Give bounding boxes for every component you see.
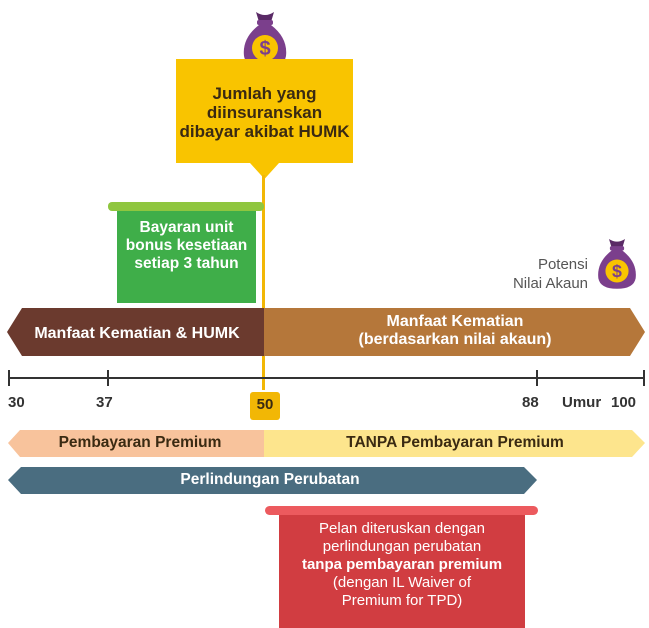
no-premium-arrow bbox=[264, 430, 645, 457]
age-axis-label: Umur bbox=[562, 394, 602, 411]
money-bag-icon: $ bbox=[598, 239, 636, 289]
waiver-bar bbox=[265, 506, 538, 515]
waiver-line-1: Pelan diteruskan dengan bbox=[319, 520, 485, 537]
no-premium-label: TANPA Pembayaran Premium bbox=[346, 434, 564, 451]
premium-payment-label: Pembayaran Premium bbox=[58, 434, 222, 451]
death-benefit-account-label: Manfaat Kematian (berdasarkan nilai akau… bbox=[270, 313, 640, 349]
age-tick-88: 88 bbox=[522, 394, 539, 411]
sum-assured-callout-text: Jumlah yang diinsuranskan dibayar akibat… bbox=[179, 84, 350, 141]
medical-protection-label: Perlindungan Perubatan bbox=[180, 471, 360, 488]
svg-text:$: $ bbox=[612, 261, 622, 281]
bonus-box bbox=[117, 211, 256, 303]
age-tick-30: 30 bbox=[8, 394, 25, 411]
premium-payment-arrow bbox=[8, 430, 264, 457]
svg-text:$: $ bbox=[259, 38, 270, 60]
medical-protection-arrow bbox=[8, 467, 537, 494]
bonus-bar bbox=[108, 202, 264, 211]
premium-arrows bbox=[8, 430, 645, 457]
waiver-line-2: perlindungan perubatan bbox=[322, 538, 482, 555]
potential-label: Potensi bbox=[537, 256, 588, 273]
death-tpd-benefit-arrow bbox=[7, 308, 264, 356]
money-bag-icon: $ bbox=[243, 12, 287, 68]
age-axis bbox=[8, 370, 645, 386]
waiver-line-5: Premium for TPD) bbox=[341, 592, 463, 609]
age-50-marker-line bbox=[262, 175, 265, 390]
age-tick-37: 37 bbox=[96, 394, 113, 411]
account-value-label: Nilai Akaun bbox=[512, 275, 588, 292]
potential-account-value-label: Potensi Nilai Akaun bbox=[470, 255, 588, 293]
age-tick-100: 100 bbox=[611, 394, 637, 411]
waiver-text: Pelan diteruskan dengan perlindungan per… bbox=[279, 520, 525, 610]
waiver-line-4: (dengan IL Waiver of bbox=[332, 574, 472, 591]
age-50-badge bbox=[250, 392, 280, 420]
benefit-arrows bbox=[7, 308, 645, 356]
death-benefit-line: Manfaat Kematian bbox=[386, 313, 524, 330]
death-tpd-benefit-label: Manfaat Kematian & HUMK bbox=[34, 325, 240, 342]
waiver-box bbox=[279, 515, 525, 628]
sum-assured-callout bbox=[176, 59, 353, 179]
death-benefit-account-arrow bbox=[264, 308, 645, 356]
account-value-basis-line: (berdasarkan nilai akaun) bbox=[358, 331, 552, 348]
bonus-text: Bayaran unit bonus kesetiaan setiap 3 ta… bbox=[125, 219, 248, 272]
age-tick-50: 50 bbox=[256, 396, 274, 413]
waiver-line-3: tanpa pembayaran premium bbox=[301, 556, 503, 573]
